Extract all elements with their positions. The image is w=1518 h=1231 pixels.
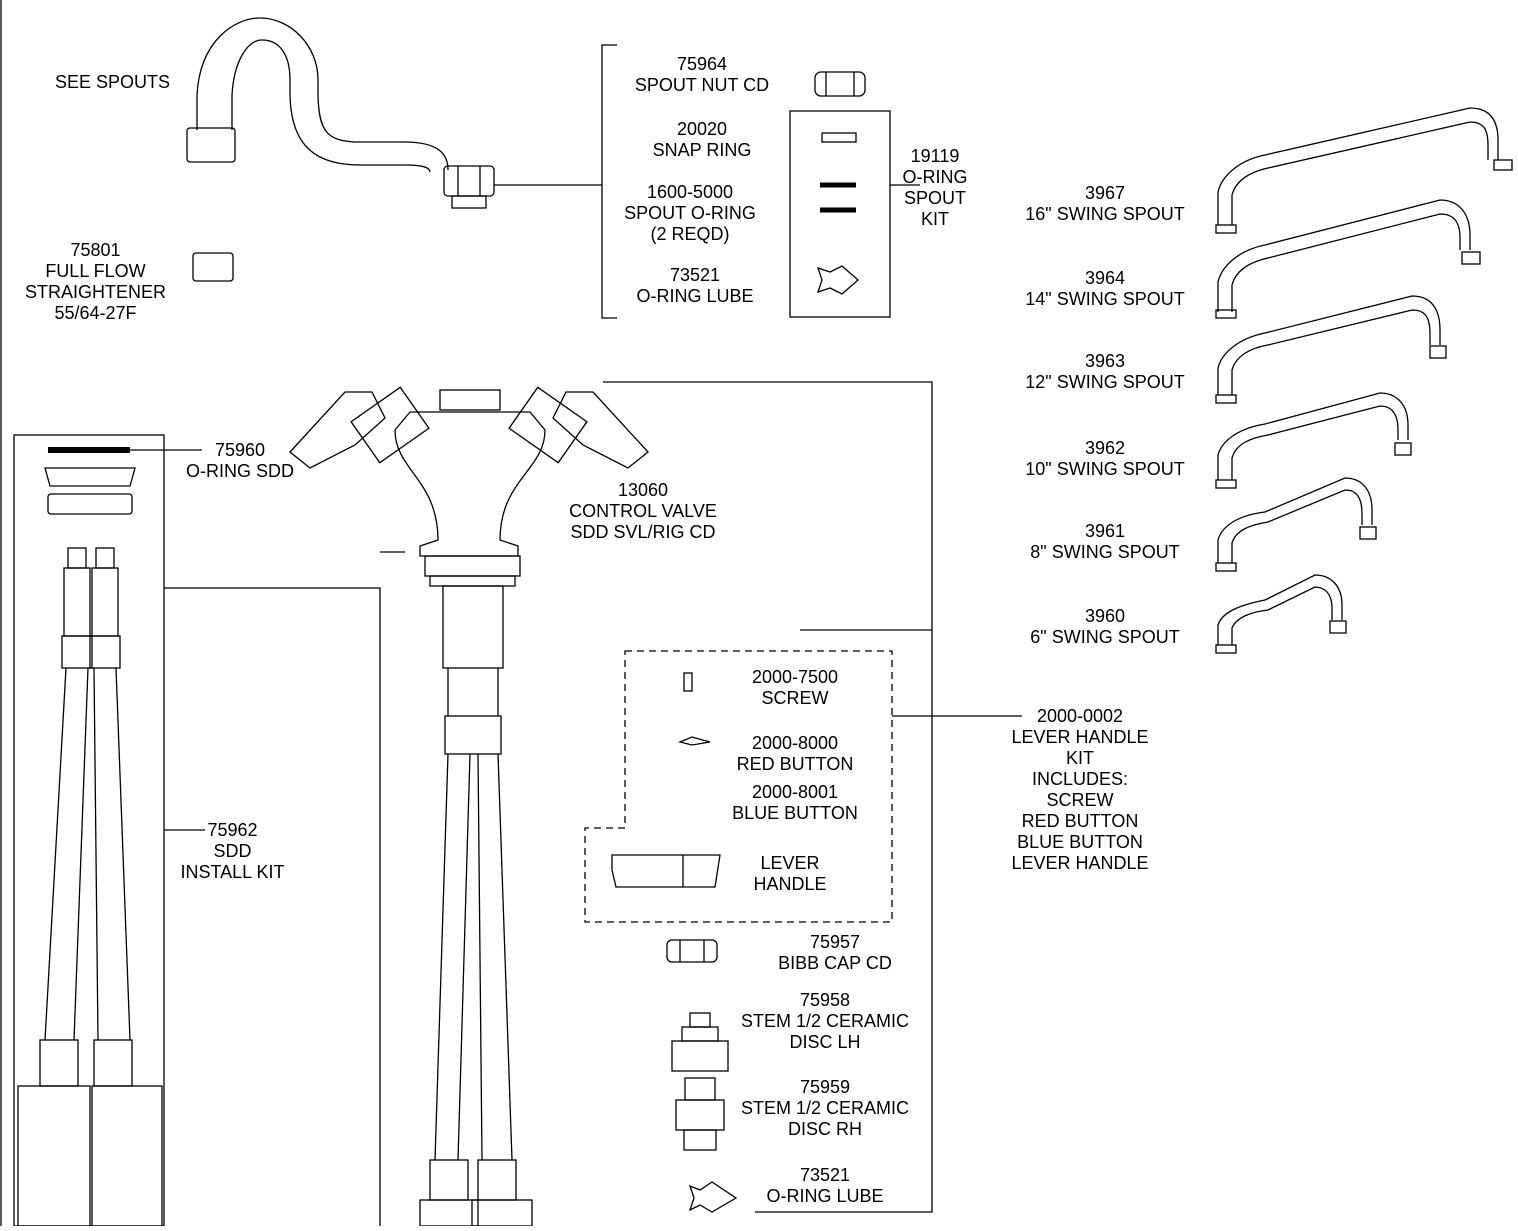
spout-drawing [186,17,495,209]
stem-lh-label: 75958 STEM 1/2 CERAMIC DISC LH [740,990,910,1052]
gasket-1-drawing [44,467,136,487]
lever-kit-box [584,650,893,923]
screw-label: 2000-7500 SCREW [751,667,839,708]
supply-hoses-drawing [17,547,163,1227]
control-valve-label: 13060 CONTROL VALVE SDD SVL/RIG CD [569,480,717,542]
bibb-cap-label: 75957 BIBB CAP CD [778,932,892,973]
swing-spouts-drawing [1215,107,1513,654]
bibb-cap-drawing [666,939,718,963]
lube-tube-bottom-drawing [688,1181,738,1213]
oring-lube-top-label: 73521 O-RING LUBE [636,265,754,306]
install-kit-leader [164,587,381,1226]
blue-button-label: 2000-8001 BLUE BUTTON [732,782,858,823]
flow-straightener-label: 75801 FULL FLOW STRAIGHTENER 55/64-27F [24,240,166,323]
red-button-label: 2000-8000 RED BUTTON [736,733,854,774]
spout-nut-label: 75964 SPOUT NUT CD [634,54,770,95]
flow-straightener-drawing [192,252,234,282]
gasket-2-drawing [47,493,133,515]
lever-handle-label: LEVER HANDLE [753,853,827,894]
valve-stem-bracket [603,381,933,1213]
see-spouts-label: SEE SPOUTS [55,72,171,92]
lube-tube-top-drawing [816,265,859,295]
spout-parts-bracket [601,44,617,319]
oring-kit-box [789,110,891,318]
stem-rh-label: 75959 STEM 1/2 CERAMIC DISC RH [740,1077,910,1139]
snap-ring-drawing [821,132,857,143]
spout-nut-drawing [814,71,866,97]
stem-lh-drawing [671,1012,729,1072]
install-kit-box [13,434,165,1227]
oring-spout-kit-label: 19119 O-RING SPOUT KIT [902,146,968,229]
red-button-drawing [677,736,711,746]
screw-drawing [683,672,693,692]
lever-handle-kit-label: 2000-0002 LEVER HANDLE KIT INCLUDES: SCR… [1011,706,1149,873]
stem-rh-drawing [675,1077,725,1151]
oring-sdd-label: 75960 O-RING SDD [186,440,294,481]
snap-ring-label: 20020 SNAP RING [652,119,752,160]
oring-lube-bottom-label: 73521 O-RING LUBE [766,1165,884,1206]
install-kit-label: 75962 SDD INSTALL KIT [180,820,285,882]
lever-handle-drawing [611,854,721,888]
spout-oring-label: 1600-5000 SPOUT O-RING (2 REQD) [624,182,756,244]
